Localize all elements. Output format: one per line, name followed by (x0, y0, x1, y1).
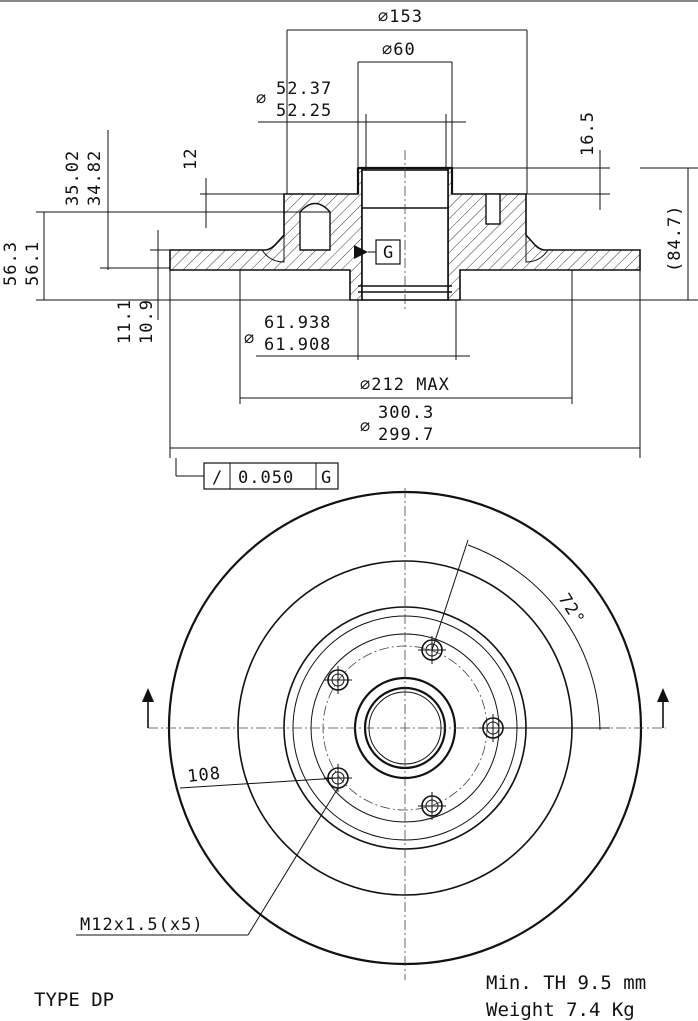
datum-g-box (375, 239, 401, 265)
section-arrow-left (142, 688, 154, 702)
bolt-hole (324, 666, 352, 694)
dim-12-label: 12 (181, 148, 201, 170)
dim-60-label: ⌀60 (382, 40, 416, 60)
dim-35-lower: 34.82 (85, 150, 105, 206)
dim-212-label: ⌀212 MAX (360, 375, 450, 395)
dim-165-label: 16.5 (578, 111, 598, 156)
angle-arc (467, 544, 601, 731)
bolt-hole (418, 792, 446, 820)
dim-619-upper: 61.938 (264, 313, 331, 333)
dim-bore-upper: 52.37 (276, 79, 332, 99)
dim-300-prefix: ⌀ (360, 417, 371, 437)
section-left-hatch (169, 167, 363, 301)
runout-symbol: / (212, 468, 223, 488)
dim-35-upper: 35.02 (63, 150, 83, 206)
dim-bore-lower: 52.25 (276, 101, 332, 121)
left-inner-fillet (261, 235, 285, 263)
dim-619-lower: 61.908 (264, 335, 331, 355)
dim-153-label: ⌀153 (378, 7, 423, 27)
dim-11-upper: 11.1 (115, 299, 135, 344)
dim-847-label: (84.7) (665, 205, 685, 272)
pcd-label: 108 (186, 764, 222, 787)
section-right-hatch (447, 167, 641, 301)
datum-g-label: G (383, 243, 394, 263)
dim-300-upper: 300.3 (378, 403, 434, 423)
dim-11-lower: 10.9 (137, 299, 157, 344)
angle-leader-1 (431, 539, 469, 651)
runout-datum: G (321, 468, 332, 488)
dim-619-prefix: ⌀ (244, 329, 255, 349)
weight-note: Weight 7.4 Kg (486, 999, 635, 1021)
angle-label: 72° (554, 590, 589, 629)
dim-300-lower: 299.7 (378, 425, 434, 445)
dim-bore-prefix: ⌀ (256, 89, 267, 109)
pcd-leader (179, 777, 339, 789)
dim-56-upper: 56.3 (1, 241, 21, 286)
section-dimensions: ⌀153 ⌀60 ⌀ 52.37 52.25 16.5 12 35.02 34.… (1, 7, 698, 490)
runout-value: 0.050 (238, 468, 294, 488)
right-stud-hole (485, 193, 501, 225)
dim-56-lower: 56.1 (23, 241, 43, 286)
section-view (160, 150, 655, 310)
front-view: 72° 108 M12x1.5(x5) (76, 488, 669, 980)
thread-leader (247, 787, 339, 936)
type-note: TYPE DP (34, 989, 114, 1011)
section-arrow-right (657, 688, 669, 702)
datum-g-arrow (354, 245, 368, 259)
thread-label: M12x1.5(x5) (80, 915, 204, 935)
right-inner-fillet (525, 235, 549, 263)
min-thickness-note: Min. TH 9.5 mm (486, 972, 646, 994)
left-recess (299, 202, 331, 251)
